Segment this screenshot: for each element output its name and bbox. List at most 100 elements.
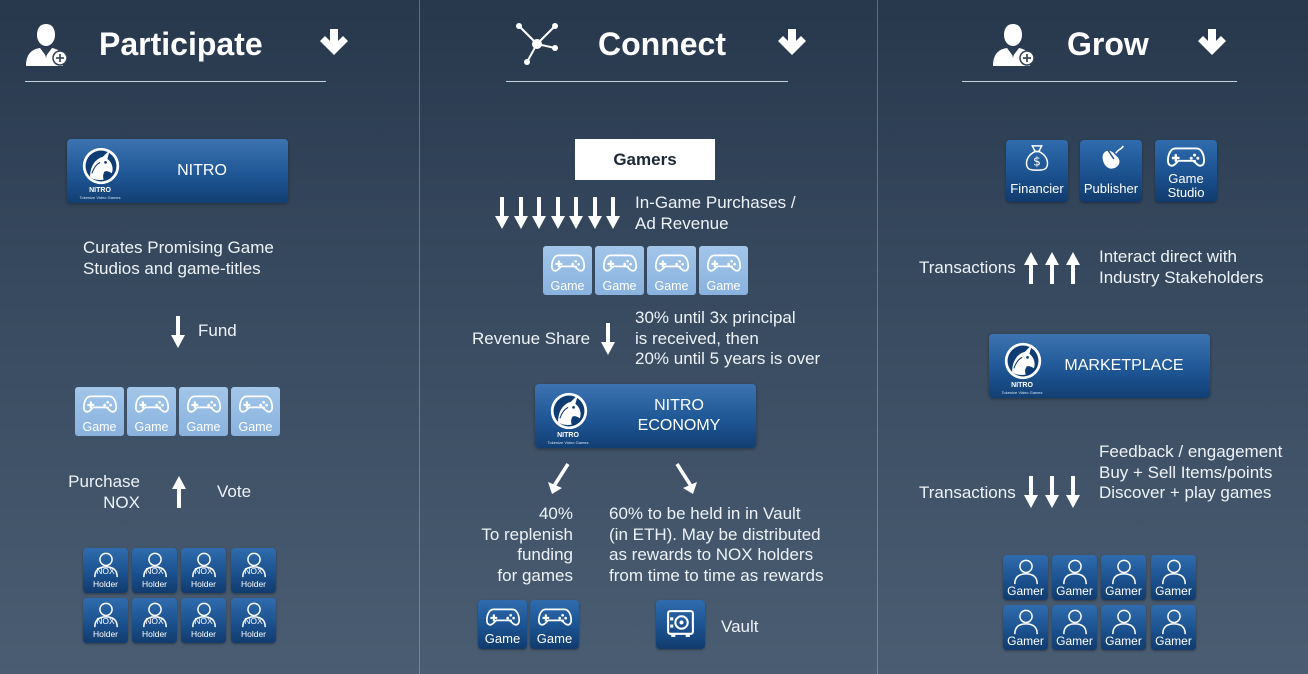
left-split-line-2: To replenish <box>481 525 573 544</box>
interact-text-line-2: Industry Stakeholders <box>1099 268 1264 287</box>
nox-holder-tile: NOX Holder <box>231 598 276 643</box>
game-tile: Game <box>179 387 228 436</box>
gamepad-icon <box>486 606 520 628</box>
game-tile: Game <box>543 246 592 295</box>
logo-caption: NITRO <box>557 432 579 439</box>
nox-holder-tile: NOX Holder <box>132 548 177 593</box>
game-tile-dark: Game <box>530 600 579 649</box>
person-icon <box>1061 608 1089 636</box>
feedback-text-line-2: Buy + Sell Items/points <box>1099 463 1273 482</box>
gamer-tile: Gamer <box>1151 555 1196 600</box>
terms-text-line-2: is received, then <box>635 329 759 348</box>
gamers-box: Gamers <box>575 139 715 180</box>
arrow-down-icon <box>776 27 808 59</box>
logo-subcaption: Tokenize Video Games <box>1001 390 1043 395</box>
game-tile: Game <box>699 246 748 295</box>
left-split-line-1: 40% <box>538 504 573 523</box>
vault-label: Vault <box>721 617 759 636</box>
gamepad-icon <box>603 252 637 274</box>
gamer-tile: Gamer <box>1003 555 1048 600</box>
header-underline <box>506 81 788 82</box>
game-tile: Game <box>231 387 280 436</box>
person-icon <box>1110 558 1138 586</box>
right-split-line-1: 60% to be held in in Vault <box>609 504 801 523</box>
gamepad-icon <box>239 393 273 415</box>
stakeholder-publisher: Publisher <box>1080 140 1142 202</box>
logo-caption: NITRO <box>89 187 111 194</box>
purchase-arrow-down-icon <box>551 197 565 229</box>
purchase-text-line-1: Purchase <box>68 472 140 491</box>
gamer-tile: Gamer <box>1151 605 1196 650</box>
marketplace-badge: NITRO Tokenize Video Games MARKETPLACE <box>989 334 1210 398</box>
purchase-arrow-down-icon <box>495 197 509 229</box>
feedback-text-line-1: Feedback / engagement <box>1099 442 1283 461</box>
nox-holder-tile: NOX Holder <box>132 598 177 643</box>
game-tile: Game <box>647 246 696 295</box>
gamepad-icon <box>655 252 689 274</box>
network-icon <box>515 22 559 66</box>
terms-text-line-1: 30% until 3x principal <box>635 308 796 327</box>
column-divider <box>419 0 420 674</box>
header-underline <box>25 81 326 82</box>
transactions-up-arrow-icon <box>1024 252 1038 284</box>
economy-label-line-1: NITRO <box>654 397 704 414</box>
terms-text-line-3: 20% until 5 years is over <box>635 349 821 368</box>
gamepad-icon <box>1167 145 1205 169</box>
right-split-line-3: as rewards to NOX holders <box>609 545 814 564</box>
gamepad-icon <box>551 252 585 274</box>
stakeholder-financier: Financier <box>1006 140 1068 202</box>
gamer-tile: Gamer <box>1052 555 1097 600</box>
person-icon <box>1061 558 1089 586</box>
purchase-arrow-down-icon <box>514 197 528 229</box>
marketplace-label: MARKETPLACE <box>1064 357 1184 374</box>
game-tile: Game <box>595 246 644 295</box>
curates-text-line-2: Studios and game-titles <box>83 259 261 278</box>
logo-caption: NITRO <box>1011 382 1033 389</box>
transactions-label-down: Transactions <box>919 483 1016 502</box>
fund-arrow-down-icon <box>171 316 185 348</box>
safe-icon <box>665 608 696 639</box>
unicorn-logo-icon <box>81 146 121 186</box>
money-bag-icon <box>1023 144 1051 172</box>
nitro-badge: NITRO Tokenize Video Games NITRO <box>67 139 288 203</box>
purchase-arrow-down-icon <box>532 197 546 229</box>
gamepad-icon <box>83 393 117 415</box>
revenue-share-label: Revenue Share <box>472 329 591 348</box>
nox-holder-tile: NOX Holder <box>83 548 128 593</box>
person-icon <box>1012 558 1040 586</box>
unicorn-logo-icon <box>549 391 589 431</box>
economy-label-line-2: ECONOMY <box>637 417 721 434</box>
nitro-label: NITRO <box>177 162 227 179</box>
gamer-tile: Gamer <box>1052 605 1097 650</box>
feedback-text-line-3: Discover + play games <box>1099 483 1272 502</box>
interact-text-line-1: Interact direct with <box>1099 247 1237 266</box>
revenue-arrow-down-icon <box>601 323 615 355</box>
purchase-arrow-down-icon <box>606 197 620 229</box>
person-icon <box>1160 558 1188 586</box>
right-split-line-4: from time to time as rewards <box>609 566 824 585</box>
mouse-icon <box>1097 144 1125 172</box>
nox-holder-tile: NOX Holder <box>181 548 226 593</box>
purchase-arrow-down-icon <box>588 197 602 229</box>
unicorn-logo-icon <box>1003 341 1043 381</box>
game-tile: Game <box>75 387 124 436</box>
split-left-arrow-icon <box>548 462 572 494</box>
nox-holder-tile: NOX Holder <box>83 598 128 643</box>
transactions-down-arrow-icon <box>1045 476 1059 508</box>
header-underline <box>962 81 1237 82</box>
purchase-arrow-down-icon <box>569 197 583 229</box>
gamer-tile: Gamer <box>1101 555 1146 600</box>
game-tile: Game <box>127 387 176 436</box>
gamepad-icon <box>707 252 741 274</box>
logo-subcaption: Tokenize Video Games <box>79 195 121 200</box>
column-title-grow: Grow <box>1067 26 1149 62</box>
left-split-line-3: funding <box>517 545 573 564</box>
person-icon <box>1160 608 1188 636</box>
column-title-connect: Connect <box>598 26 726 62</box>
gamepad-icon <box>187 393 221 415</box>
arrow-down-icon <box>1196 27 1228 59</box>
user-icon <box>24 22 68 66</box>
person-icon <box>1012 608 1040 636</box>
person-icon <box>1110 608 1138 636</box>
left-split-line-4: for games <box>497 566 573 585</box>
